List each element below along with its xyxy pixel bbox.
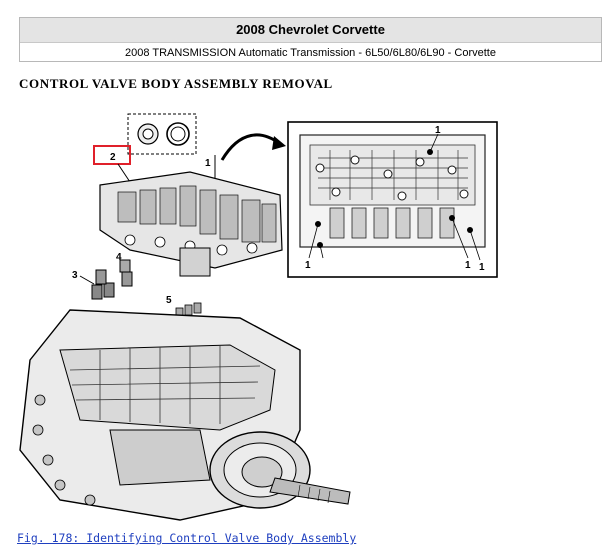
callout-1: 1 xyxy=(205,158,211,169)
document-subtitle: 2008 TRANSMISSION Automatic Transmission… xyxy=(125,47,496,59)
valve-body-assembly xyxy=(99,171,283,277)
inset-callout-bottom-right: 1 xyxy=(465,260,471,271)
inset-detail: 1 1 1 1 xyxy=(287,121,498,278)
section-heading: CONTROL VALVE BODY ASSEMBLY REMOVAL xyxy=(19,76,333,91)
callout-5: 5 xyxy=(166,295,172,306)
seal-detail xyxy=(127,113,197,155)
document-title: 2008 Chevrolet Corvette xyxy=(20,18,601,43)
callout-4: 4 xyxy=(116,252,122,263)
inset-callout-top: 1 xyxy=(435,125,441,136)
highlight-box xyxy=(93,145,131,165)
figure-caption-link[interactable]: Fig. 178: Identifying Control Valve Body… xyxy=(17,531,357,545)
pointer-arrow-icon xyxy=(220,133,281,161)
transmission-case xyxy=(19,309,351,521)
figure-illustration: 1 1 1 1 1 2 xyxy=(0,100,604,525)
document-header: 2008 Chevrolet Corvette 2008 TRANSMISSIO… xyxy=(19,17,602,62)
callout-3: 3 xyxy=(72,270,78,281)
inset-callout-bottom-right-2: 1 xyxy=(479,262,485,273)
arrow-head-icon xyxy=(272,136,286,150)
bolts-group xyxy=(91,259,133,300)
inset-callout-bottom-left: 1 xyxy=(305,260,311,271)
transmission-diagram: 1 1 1 1 1 2 xyxy=(19,113,498,521)
callout-2: 2 xyxy=(110,152,116,163)
